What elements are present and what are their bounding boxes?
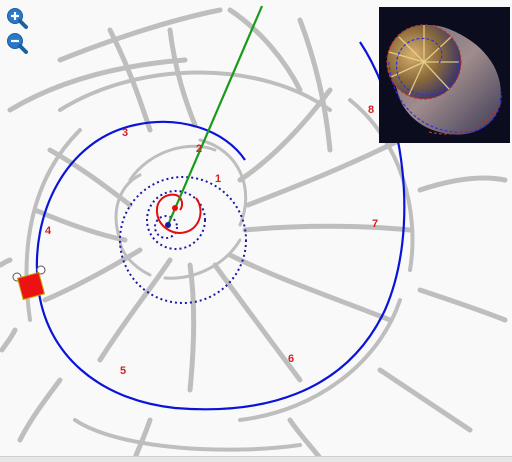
nautilus-thumbnail[interactable] bbox=[379, 7, 510, 143]
radius-line[interactable] bbox=[166, 5, 264, 226]
zoom-in-icon bbox=[7, 8, 28, 29]
center-point[interactable] bbox=[165, 222, 171, 228]
dotted-circle-large bbox=[119, 176, 247, 304]
dotted-circle-small bbox=[154, 215, 178, 239]
bottom-scrollbar[interactable] bbox=[0, 456, 512, 462]
nautilus-shell-sketch bbox=[0, 7, 508, 461]
dotted-circle-medium bbox=[146, 190, 206, 250]
chamber-label: 5 bbox=[120, 365, 126, 377]
chamber-label: 7 bbox=[372, 218, 378, 230]
chamber-label: 3 bbox=[122, 127, 128, 139]
chamber-label: 1 bbox=[215, 173, 221, 185]
nautilus-shell-photo-icon bbox=[379, 7, 510, 143]
chamber-label: 4 bbox=[45, 225, 52, 237]
chamber-label: 2 bbox=[196, 143, 202, 155]
golden-spiral-outer bbox=[35, 41, 406, 411]
pivot-point[interactable] bbox=[172, 205, 178, 211]
zoom-out-button[interactable] bbox=[5, 31, 31, 55]
chamber-label: 6 bbox=[288, 353, 294, 365]
drag-handle[interactable] bbox=[12, 265, 46, 301]
chamber-label: 8 bbox=[368, 104, 374, 116]
zoom-out-icon bbox=[7, 33, 28, 54]
zoom-in-button[interactable] bbox=[5, 6, 31, 30]
